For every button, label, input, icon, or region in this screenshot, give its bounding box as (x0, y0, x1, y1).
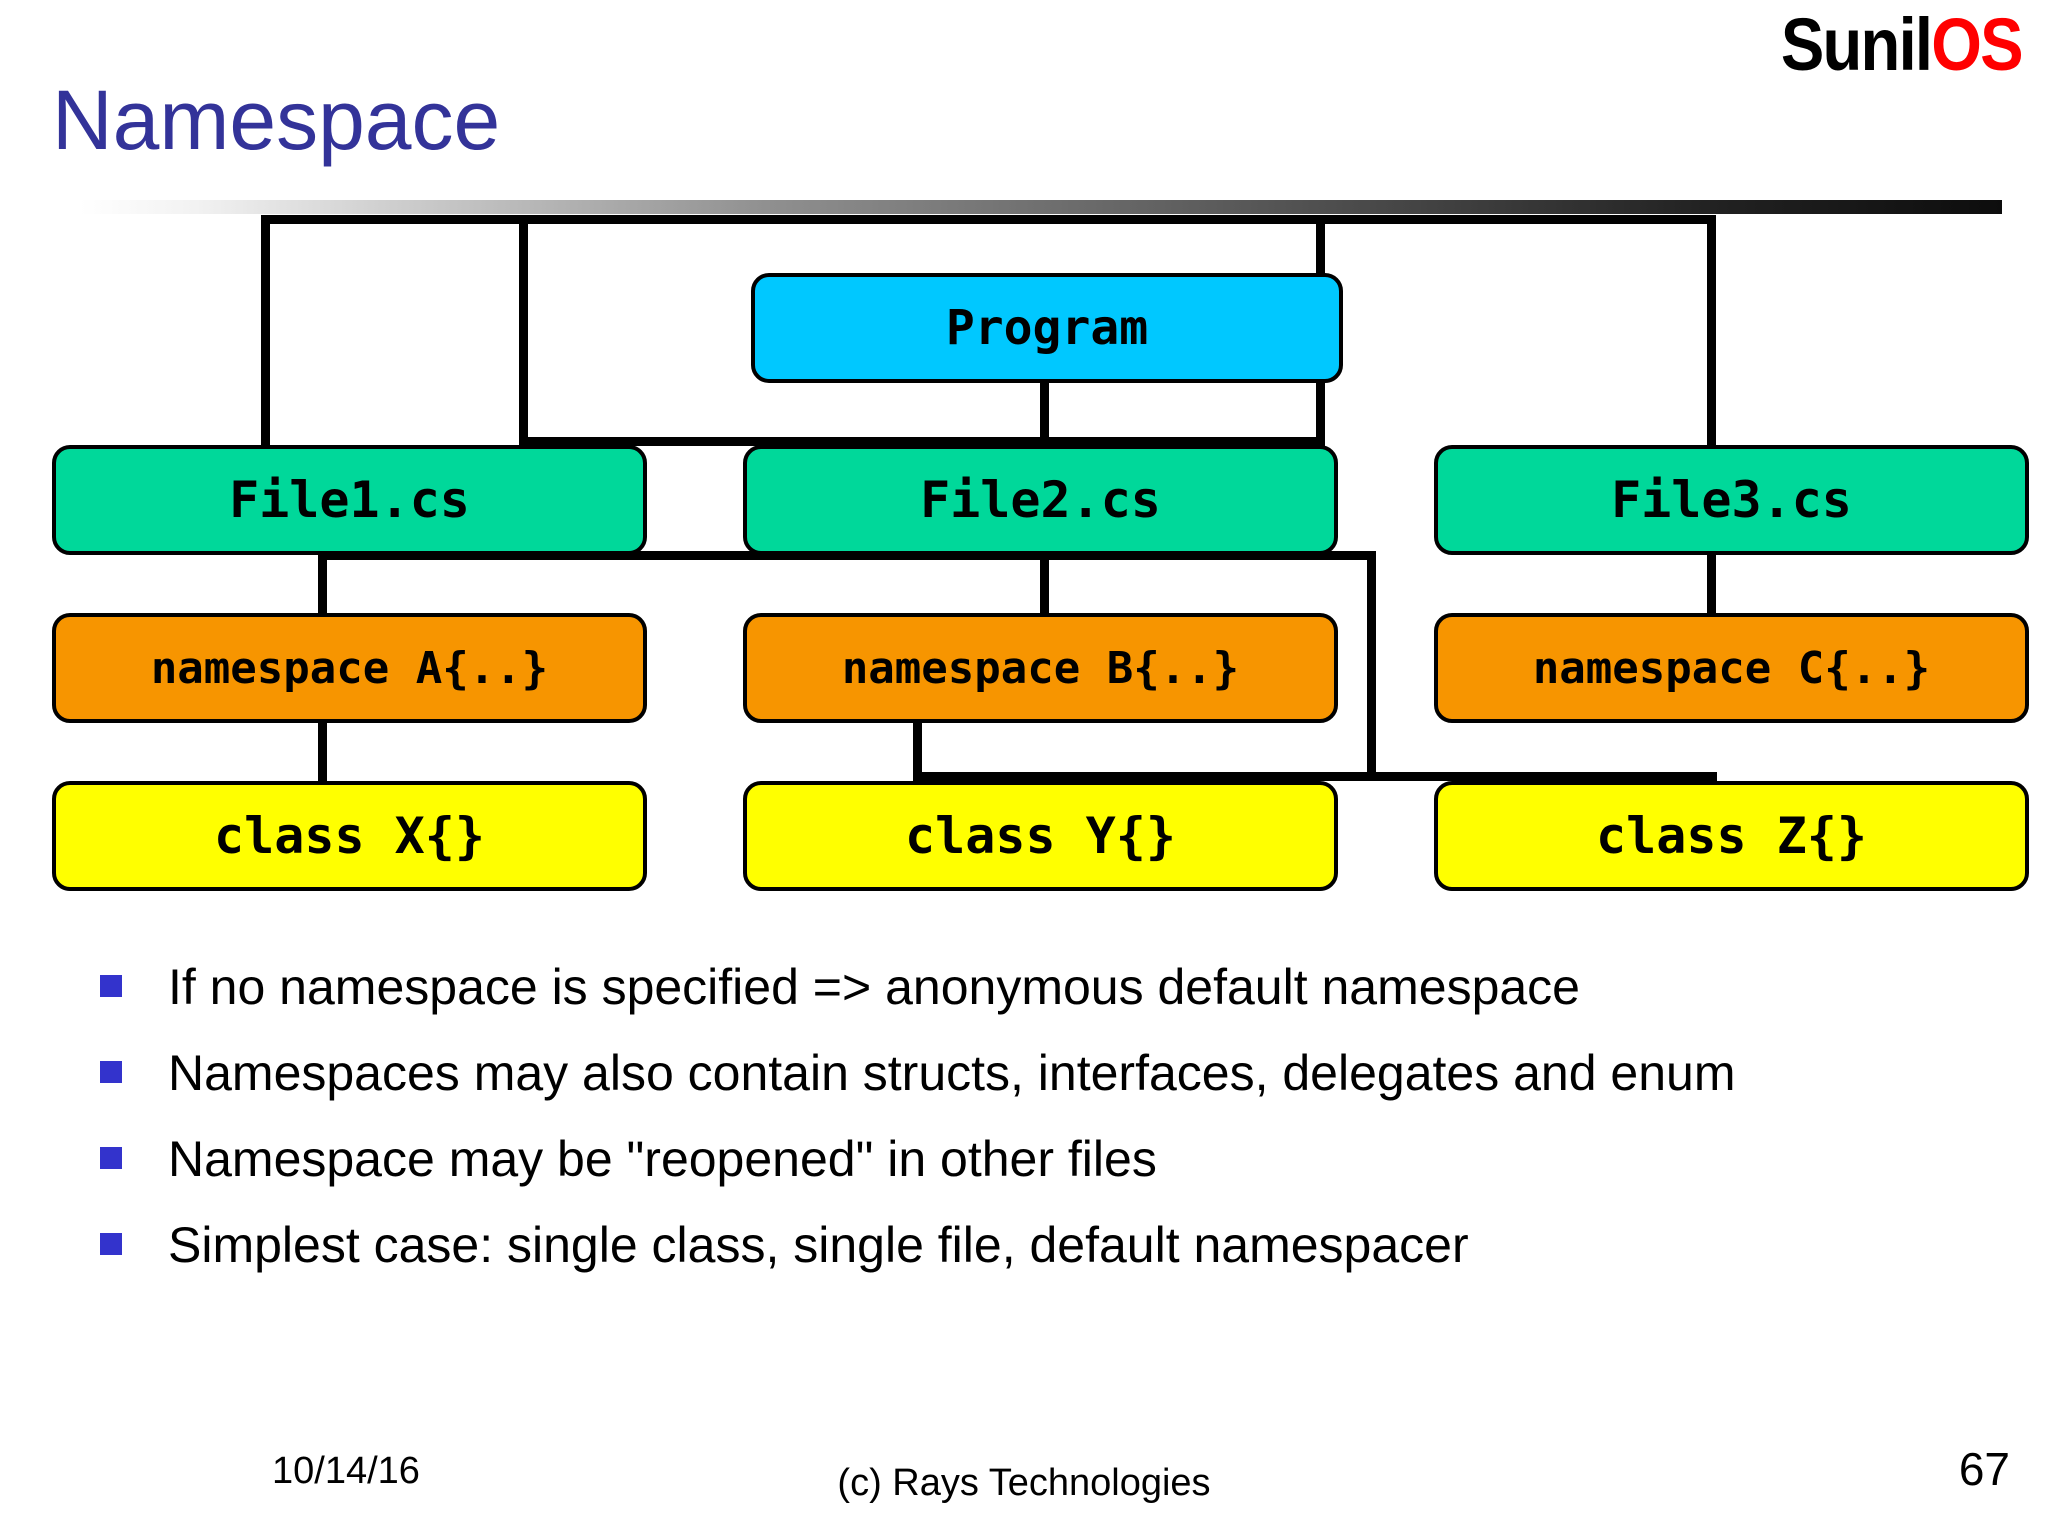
square-bullet-icon (100, 975, 122, 997)
list-item: Simplest case: single class, single file… (100, 1213, 1980, 1277)
title-divider (80, 200, 2002, 214)
list-item: Namespace may be "reopened" in other fil… (100, 1127, 1980, 1191)
node-file2-label: File2.cs (920, 471, 1161, 529)
connector-rail-to-namespace-b (1040, 551, 1049, 613)
node-class-z: class Z{} (1434, 781, 2029, 891)
connector-trunk-to-file2-left (519, 215, 528, 445)
connector-namespace-b-joiner (913, 772, 1376, 781)
connector-top-trunk (261, 215, 1716, 224)
bullet-list: If no namespace is specified => anonymou… (100, 955, 1980, 1299)
connector-trunk-to-file1 (261, 215, 270, 445)
connector-file-rail (318, 551, 1376, 560)
square-bullet-icon (100, 1233, 122, 1255)
node-namespace-c: namespace C{..} (1434, 613, 2029, 723)
bullet-text: Namespace may be "reopened" in other fil… (168, 1131, 1157, 1187)
list-item: If no namespace is specified => anonymou… (100, 955, 1980, 1019)
bullet-text: Simplest case: single class, single file… (168, 1217, 1469, 1273)
node-class-z-label: class Z{} (1596, 807, 1867, 865)
node-namespace-a: namespace A{..} (52, 613, 647, 723)
node-class-x: class X{} (52, 781, 647, 891)
connector-cross-file-rail-vertical (1367, 551, 1376, 781)
node-file1: File1.cs (52, 445, 647, 555)
connector-file3-to-namespace-c (1707, 551, 1716, 613)
connector-program-to-file2 (1040, 383, 1049, 445)
node-file1-label: File1.cs (229, 471, 470, 529)
node-file2: File2.cs (743, 445, 1338, 555)
node-file3: File3.cs (1434, 445, 2029, 555)
node-namespace-b-label: namespace B{..} (841, 642, 1240, 694)
list-item: Namespaces may also contain structs, int… (100, 1041, 1980, 1105)
footer-copyright: (c) Rays Technologies (837, 1462, 1211, 1504)
namespace-diagram: Program File1.cs File2.cs File3.cs names… (52, 215, 2029, 891)
bullet-text: If no namespace is specified => anonymou… (168, 959, 1580, 1015)
logo-primary-text: Sunil (1781, 3, 1933, 86)
connector-namespace-a-to-class-x (318, 719, 327, 781)
page-title: Namespace (52, 73, 501, 167)
connector-cross-rail-to-class-z (1367, 772, 1717, 781)
node-class-y-label: class Y{} (905, 807, 1176, 865)
bullet-text: Namespaces may also contain structs, int… (168, 1045, 1736, 1101)
node-program: Program (751, 273, 1343, 383)
node-class-y: class Y{} (743, 781, 1338, 891)
square-bullet-icon (100, 1061, 122, 1083)
node-namespace-c-label: namespace C{..} (1532, 642, 1931, 694)
node-namespace-b: namespace B{..} (743, 613, 1338, 723)
connector-file2-column-cap (519, 437, 1325, 446)
footer-date: 10/14/16 (272, 1450, 420, 1492)
square-bullet-icon (100, 1147, 122, 1169)
connector-rail-to-namespace-a (318, 551, 327, 613)
sunilos-logo: SunilOS (1781, 8, 2024, 82)
connector-namespace-b-to-class-y (913, 719, 922, 781)
node-file3-label: File3.cs (1611, 471, 1852, 529)
connector-trunk-to-file3 (1707, 215, 1716, 445)
logo-accent-text: OS (1931, 3, 2023, 86)
node-namespace-a-label: namespace A{..} (150, 642, 549, 694)
slide-number: 67 (1958, 1443, 2010, 1495)
node-class-x-label: class X{} (214, 807, 485, 865)
node-program-label: Program (945, 300, 1149, 356)
